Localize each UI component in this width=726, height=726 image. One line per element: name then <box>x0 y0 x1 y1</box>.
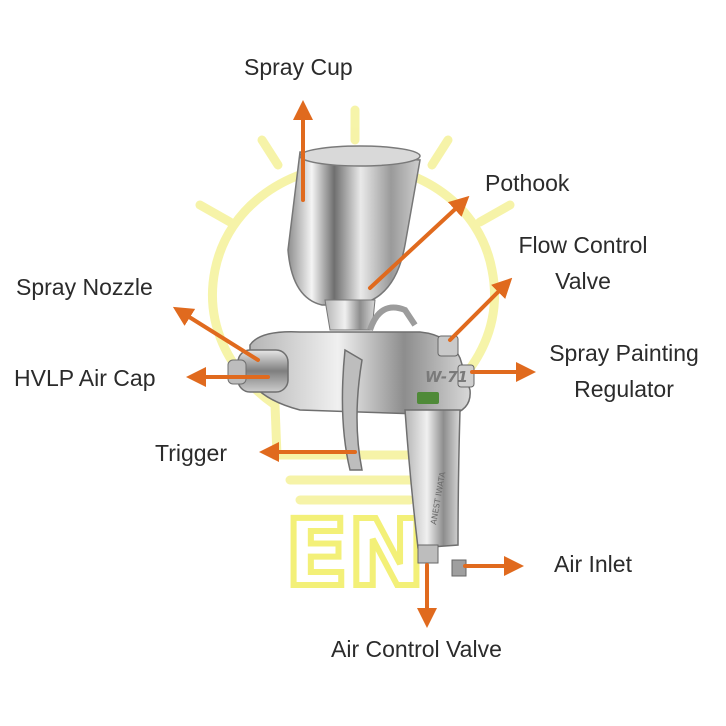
label-spray-painting-regulator-line2: Regulator <box>534 372 714 408</box>
label-flow-control-valve-line1: Flow Control <box>505 228 661 264</box>
label-air-control-valve: Air Control Valve <box>331 632 502 668</box>
label-flow-control-valve: Flow Control Valve <box>505 228 661 299</box>
label-spray-cup: Spray Cup <box>244 50 353 86</box>
pothook-shape <box>370 308 415 331</box>
watermark-text: EN <box>285 500 425 607</box>
model-text: W-71 <box>425 368 468 386</box>
label-spray-painting-regulator-line1: Spray Painting <box>534 336 714 372</box>
label-hvlp-air-cap: HVLP Air Cap <box>14 361 155 397</box>
arrow-flow-control-valve <box>450 282 508 340</box>
label-pothook: Pothook <box>485 166 569 202</box>
label-air-inlet: Air Inlet <box>554 547 632 583</box>
label-flow-control-valve-line2: Valve <box>505 264 661 300</box>
spray-cup-shape <box>288 152 420 305</box>
label-trigger: Trigger <box>155 436 227 472</box>
label-spray-painting-regulator: Spray Painting Regulator <box>534 336 714 407</box>
label-spray-nozzle: Spray Nozzle <box>16 270 153 306</box>
